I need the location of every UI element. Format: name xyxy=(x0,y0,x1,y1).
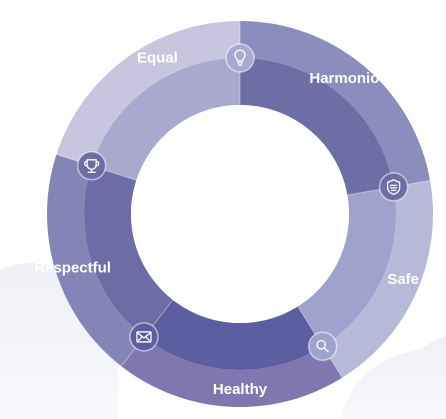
label-equal: Equal xyxy=(137,50,178,67)
segment-safe-inner xyxy=(297,186,397,347)
bulb-icon xyxy=(225,43,255,73)
center-hole xyxy=(131,105,349,323)
label-respectful: Respectful xyxy=(34,259,111,276)
ring xyxy=(46,21,434,407)
segment-icons xyxy=(76,43,409,362)
segment-harmonious-outer xyxy=(240,21,431,187)
segment-healthy-outer xyxy=(121,336,343,407)
icon-badge xyxy=(76,151,107,181)
segment-equal-outer xyxy=(56,21,240,166)
icon-badge xyxy=(129,322,159,352)
envelope-icon xyxy=(129,322,159,352)
icon-badge xyxy=(378,172,409,202)
trophy-icon xyxy=(76,151,107,181)
icon-badge xyxy=(307,331,338,362)
segment-healthy-inner xyxy=(143,299,323,370)
segment-harmonious-inner xyxy=(240,58,394,196)
segment-safe-outer xyxy=(322,180,434,378)
label-healthy: Healthy xyxy=(213,381,268,398)
segment-equal-inner xyxy=(91,58,240,181)
search-icon xyxy=(307,331,338,362)
shield-icon xyxy=(378,172,409,202)
icon-badge xyxy=(225,43,255,73)
background-cloud-right xyxy=(340,336,446,419)
segment-respectful-outer xyxy=(46,154,144,367)
label-harmonious: Harmonious xyxy=(309,70,397,87)
segment-respectful-inner xyxy=(83,165,173,337)
label-safe: Safe xyxy=(387,271,419,288)
